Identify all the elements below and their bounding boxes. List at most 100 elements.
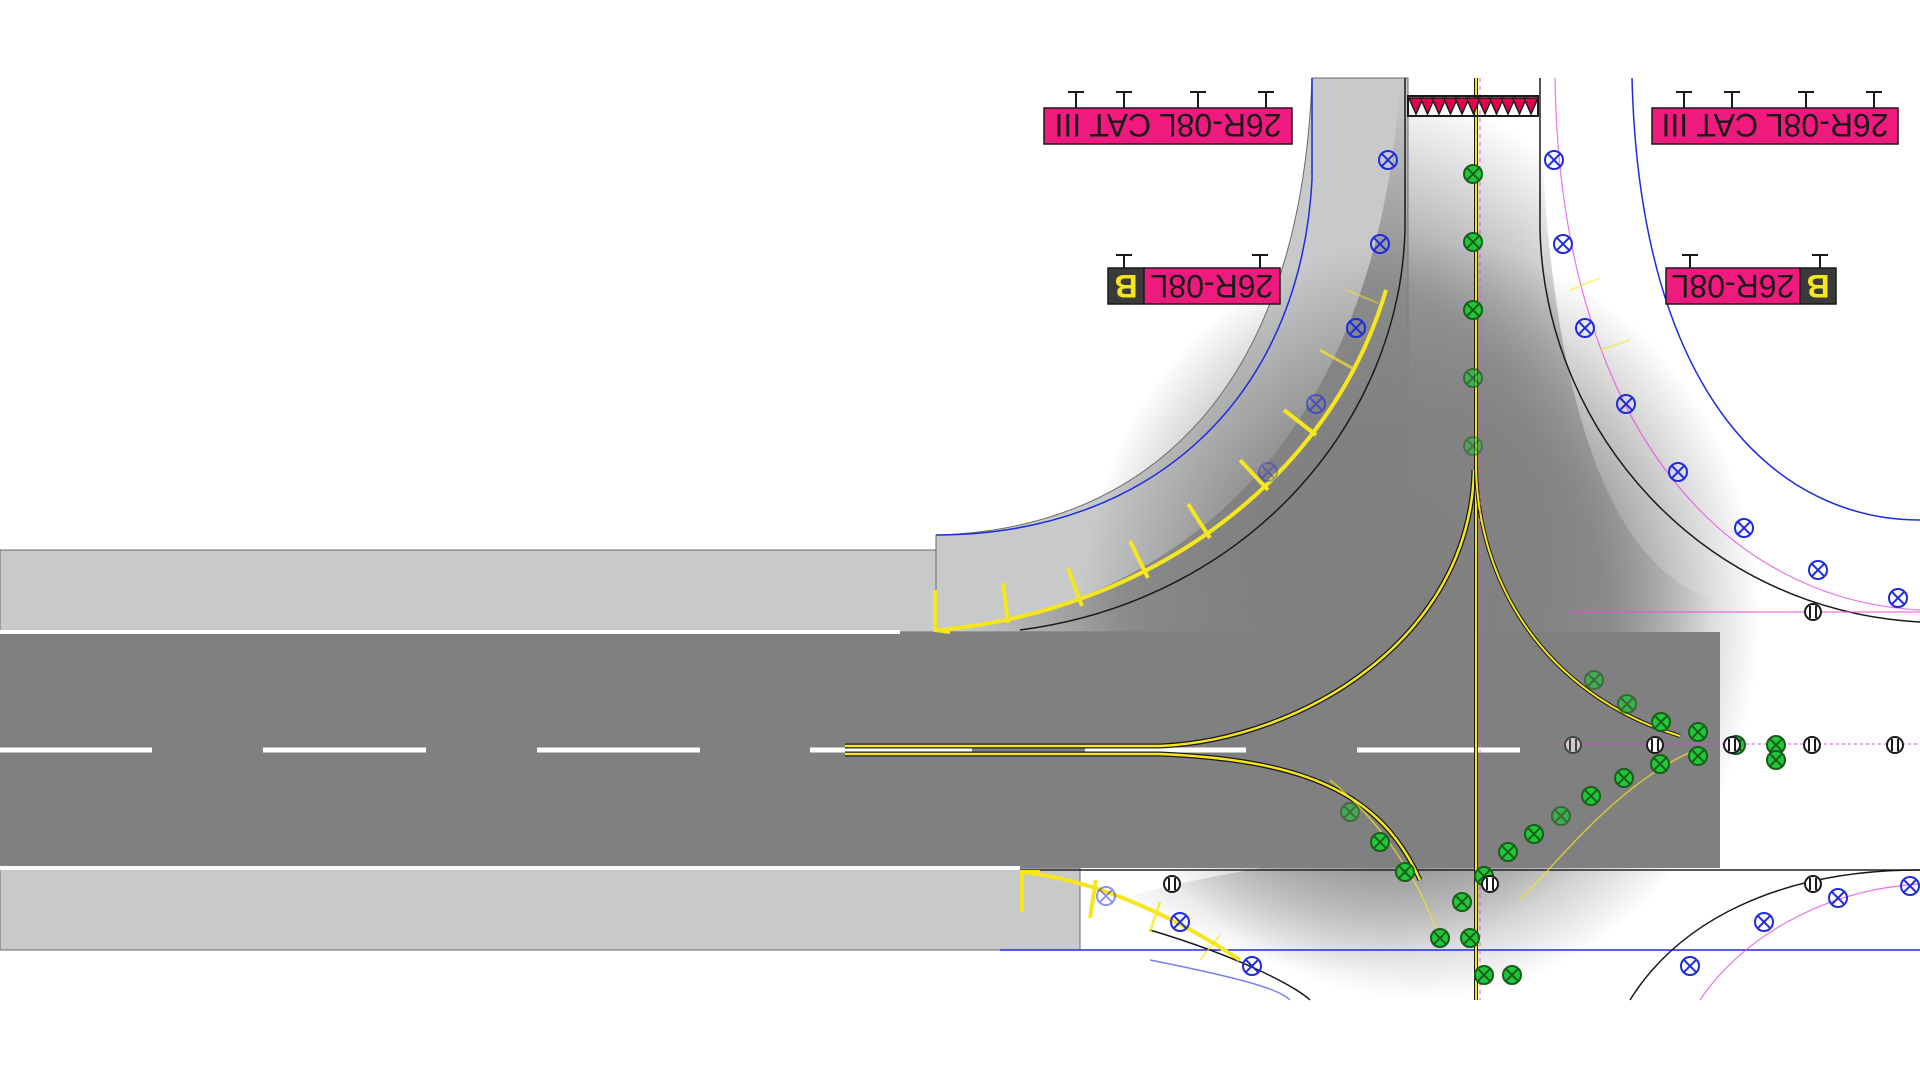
red-triangle-light-icon	[1522, 97, 1540, 116]
fillet-tick	[1066, 567, 1084, 607]
sign-posts	[1116, 254, 1268, 268]
green-crossed-circle-icon	[1617, 694, 1637, 714]
fillet-tick	[1088, 879, 1098, 919]
blue-crossed-circle-icon	[1170, 912, 1190, 932]
blue-crossed-circle-icon	[1680, 956, 1700, 976]
taxiway-edge-right	[1539, 78, 1920, 623]
runway-edge-markings	[0, 630, 1920, 951]
red-triangle-light-icon	[1419, 97, 1436, 116]
blue-crossed-circle-icon	[1242, 956, 1262, 976]
black-barred-circle-icon	[1163, 875, 1181, 893]
fillet-tick	[1001, 582, 1010, 624]
black-barred-circle-icon	[1804, 603, 1822, 621]
blue-crossed-circle-icon	[1346, 318, 1366, 338]
red-triangle-light-icon	[1488, 97, 1505, 116]
green-crossed-circle-icon	[1584, 670, 1604, 690]
black-barred-circle-icon	[1646, 736, 1664, 754]
sign-posts	[1682, 254, 1828, 268]
sign-left-top: 26R-08L CAT III	[1043, 91, 1293, 145]
blue-crossed-circle-icon	[1575, 318, 1595, 338]
fillet-hold-marks	[933, 277, 1631, 962]
fillet-tick	[1148, 901, 1162, 933]
sign-text: 26R-08L	[1151, 268, 1274, 304]
green-crossed-circle-icon	[1650, 754, 1670, 774]
green-crossed-circle-icon	[1551, 806, 1571, 826]
blue-crossed-circle-icon	[1828, 888, 1848, 908]
blue-crossed-circle-icon	[1378, 150, 1398, 170]
guard-lights	[1163, 603, 1904, 893]
sign-text: 26R-08L CAT III	[1661, 107, 1888, 143]
taxiway-edge-lower-right	[1629, 869, 1920, 1001]
red-triangle-light-icon	[1453, 97, 1471, 116]
green-crossed-circle-icon	[1395, 862, 1415, 882]
fillet-tick	[1599, 339, 1631, 351]
centerline-lights	[1340, 164, 1786, 985]
sign-letter-panel	[1107, 267, 1145, 305]
green-crossed-circle-icon	[1474, 965, 1494, 985]
green-crossed-circle-icon	[1614, 768, 1634, 788]
blue-crossed-circle-icon	[1734, 518, 1754, 538]
green-crossed-circle-icon	[1460, 928, 1480, 948]
guidance-line-lower-right	[1699, 883, 1920, 1001]
red-triangle-light-icon	[1511, 97, 1528, 116]
blue-crossed-circle-icon	[1370, 234, 1390, 254]
blue-crossed-circle-icon	[1668, 462, 1688, 482]
taxiway-edge-left	[1019, 78, 1406, 631]
sign-panel	[1043, 107, 1293, 145]
blue-crossed-circle-icon	[1096, 886, 1116, 906]
red-triangle-light-icon	[1442, 97, 1459, 116]
sign-text: 26R-08L	[1672, 268, 1795, 304]
red-triangle-light-icon	[1476, 97, 1494, 116]
fillet-tick	[1186, 502, 1212, 540]
green-crossed-circle-icon	[1430, 928, 1450, 948]
sign-text: 26R-08L CAT III	[1054, 107, 1281, 143]
black-barred-circle-icon	[1564, 736, 1582, 754]
fillet-tick	[1238, 458, 1270, 492]
taxiway-edge-lower-left	[1149, 929, 1311, 1001]
fillet-curve-top	[939, 289, 1388, 632]
sign-letter: B	[1806, 268, 1829, 304]
green-crossed-circle-icon	[1370, 832, 1390, 852]
green-crossed-circle-icon	[1688, 722, 1708, 742]
green-crossed-circle-icon	[1581, 786, 1601, 806]
black-barred-circle-icon	[1886, 736, 1904, 754]
green-crossed-circle-icon	[1340, 802, 1360, 822]
blue-crossed-circle-icon	[1553, 234, 1573, 254]
green-crossed-circle-icon	[1498, 842, 1518, 862]
green-crossed-circle-icon	[1502, 965, 1522, 985]
blue-crossed-circle-icon	[1888, 588, 1908, 608]
green-crossed-circle-icon	[1463, 436, 1483, 456]
shoulder-bottom	[0, 867, 1081, 951]
fillet-tick	[1282, 408, 1318, 437]
shoulder-top	[0, 549, 941, 633]
green-crossed-circle-icon	[1688, 746, 1708, 766]
blue-edge-curves	[935, 78, 1313, 1001]
blue-crossed-circle-icon	[1754, 912, 1774, 932]
sign-panel	[1143, 267, 1281, 305]
fillet-curve-bottom	[1019, 870, 1242, 962]
red-triangle-light-icon	[1430, 97, 1448, 116]
blue-crossed-circle-icon	[1616, 394, 1636, 414]
red-triangle-light-icon	[1407, 97, 1425, 116]
sign-letter: B	[1114, 268, 1137, 304]
sign-panel	[1651, 107, 1899, 145]
black-barred-circle-icon	[1804, 875, 1822, 893]
black-barred-circle-icon	[1803, 736, 1821, 754]
red-triangle-light-icon	[1465, 97, 1482, 116]
taxiway-centerlines	[845, 78, 1701, 1000]
blue-crossed-circle-icon	[1258, 462, 1278, 482]
blue-crossed-circle-icon	[1900, 876, 1920, 896]
edge-lights	[1096, 150, 1920, 976]
sign-letter-panel	[1799, 267, 1837, 305]
green-crossed-circle-icon	[1651, 712, 1671, 732]
fillet-tick	[1199, 934, 1221, 961]
stop-bar	[1407, 95, 1540, 117]
fillet-tick	[1128, 540, 1150, 579]
green-crossed-circle-icon	[1463, 300, 1483, 320]
green-crossed-circle-icon	[1766, 750, 1786, 770]
green-crossed-circle-icon	[1463, 164, 1483, 184]
red-triangle-light-icon	[1499, 97, 1517, 116]
fillet-tick	[1345, 289, 1379, 304]
fillet-tick	[1319, 348, 1353, 370]
